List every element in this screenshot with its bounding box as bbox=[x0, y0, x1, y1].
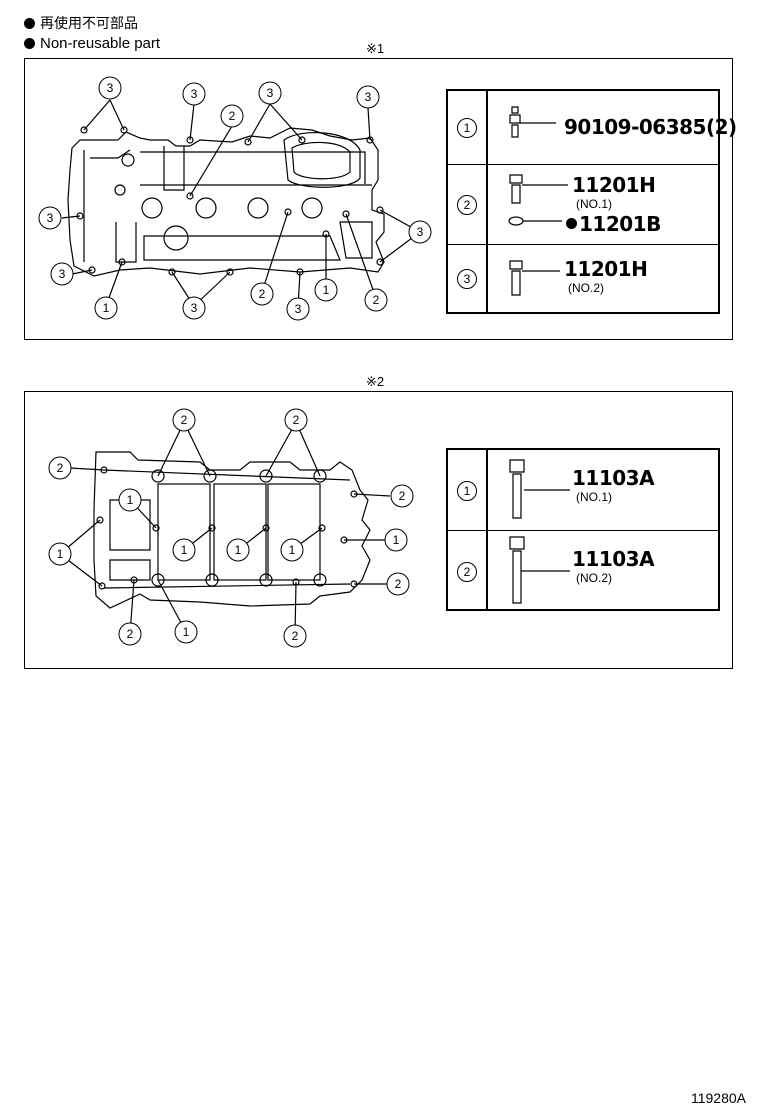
part-sub-label: (NO.2) bbox=[576, 571, 612, 585]
part-number: 11201H bbox=[564, 257, 648, 281]
callout-1: 1 bbox=[280, 538, 304, 562]
bolt-washer-icon bbox=[508, 174, 568, 226]
svg-text:3: 3 bbox=[191, 87, 198, 101]
svg-text:3: 3 bbox=[365, 90, 372, 104]
svg-text:2: 2 bbox=[127, 627, 134, 641]
svg-text:3: 3 bbox=[267, 86, 274, 100]
callout-1: 1 bbox=[48, 542, 72, 566]
callout-3: 3 bbox=[182, 296, 206, 320]
cylinder-head-cover-diagram: 3 3 3 3 3 3 3 3 3 2 2 2 2 1 1 2 2 2 2 2 … bbox=[0, 0, 432, 648]
bolt-icon bbox=[509, 260, 560, 296]
legend-japanese: 再使用不可部品 bbox=[24, 14, 138, 32]
callout-3: 3 bbox=[50, 262, 74, 286]
svg-text:3: 3 bbox=[107, 81, 114, 95]
callout-2: 2 bbox=[172, 408, 196, 432]
callout-3: 3 bbox=[286, 297, 310, 321]
callout-1: 1 bbox=[172, 538, 196, 562]
callout-2: 2 bbox=[283, 624, 307, 648]
svg-text:1: 1 bbox=[127, 493, 134, 507]
long-bolt-icon bbox=[509, 459, 570, 519]
svg-text:1: 1 bbox=[393, 533, 400, 547]
part-number: 11201H bbox=[572, 173, 656, 197]
callout-2: 2 bbox=[220, 104, 244, 128]
svg-text:2: 2 bbox=[395, 577, 402, 591]
svg-text:1: 1 bbox=[323, 283, 330, 297]
svg-text:3: 3 bbox=[417, 225, 424, 239]
part-number: 90109-06385(2) bbox=[564, 115, 737, 139]
panel1-reference: ※1 bbox=[366, 41, 385, 56]
svg-text:1: 1 bbox=[103, 301, 110, 315]
diagram-code: 119280A bbox=[690, 1090, 746, 1106]
key-circle: 2 bbox=[457, 562, 477, 582]
panel2-parts-table: 1 11103A (NO.1) 2 11103A (NO.2) bbox=[446, 448, 720, 611]
stud-bolt-icon bbox=[509, 106, 556, 138]
callout-3: 3 bbox=[408, 220, 432, 244]
svg-text:2: 2 bbox=[181, 413, 188, 427]
key-circle: 2 bbox=[457, 195, 477, 215]
callout-2: 2 bbox=[48, 456, 72, 480]
svg-text:3: 3 bbox=[295, 302, 302, 316]
svg-text:2: 2 bbox=[293, 413, 300, 427]
svg-text:3: 3 bbox=[191, 301, 198, 315]
svg-text:1: 1 bbox=[235, 543, 242, 557]
callout-2: 2 bbox=[0, 0, 4, 3]
part-sub-label: (NO.2) bbox=[568, 281, 604, 295]
svg-text:1: 1 bbox=[57, 547, 64, 561]
callout-1: 1 bbox=[118, 488, 142, 512]
callout-1: 1 bbox=[94, 296, 118, 320]
svg-text:2: 2 bbox=[292, 629, 299, 643]
nonreusable-dot-icon bbox=[24, 17, 35, 29]
panel1 bbox=[24, 58, 733, 340]
callout-2: 2 bbox=[364, 288, 388, 312]
panel1-row-1: 1 90109-06385(2) bbox=[448, 91, 737, 164]
callout-1: 1 bbox=[314, 278, 338, 302]
long-bolt-icon bbox=[509, 536, 570, 604]
callout-2: 2 bbox=[0, 0, 4, 3]
callout-2: 2 bbox=[386, 572, 410, 596]
part-number: 11103A bbox=[572, 547, 655, 571]
callout-1: 1 bbox=[174, 620, 198, 644]
key-circle: 1 bbox=[457, 481, 477, 501]
key-circle: 3 bbox=[457, 269, 477, 289]
svg-text:3: 3 bbox=[47, 211, 54, 225]
callout-2: 2 bbox=[390, 484, 414, 508]
nonreusable-dot-icon bbox=[566, 218, 577, 229]
panel1-parts-table: 1 90109-06385(2) 2 11201H (NO.1) 11201B … bbox=[446, 89, 737, 314]
svg-text:2: 2 bbox=[373, 293, 380, 307]
svg-text:1: 1 bbox=[183, 625, 190, 639]
callout-3: 3 bbox=[258, 81, 282, 105]
legend-english: Non-reusable part bbox=[24, 35, 160, 53]
svg-text:1: 1 bbox=[289, 543, 296, 557]
callout-3: 3 bbox=[98, 76, 122, 100]
svg-text:2: 2 bbox=[259, 287, 266, 301]
panel2 bbox=[24, 391, 733, 669]
panel1-row-2: 2 11201H (NO.1) 11201B bbox=[448, 164, 718, 244]
panel2-row-2: 2 11103A (NO.2) bbox=[448, 530, 718, 609]
panel1-row-3: 3 11201H (NO.2) bbox=[448, 244, 718, 312]
key-circle: 1 bbox=[457, 118, 477, 138]
nonreusable-dot-icon bbox=[24, 37, 35, 49]
callout-2: 2 bbox=[118, 622, 142, 646]
part-sub-label: (NO.1) bbox=[576, 490, 612, 504]
callout-3: 3 bbox=[182, 82, 206, 106]
part-number: 11103A bbox=[572, 466, 655, 490]
part-number-secondary: 11201B bbox=[566, 212, 661, 236]
svg-text:2: 2 bbox=[399, 489, 406, 503]
svg-text:1: 1 bbox=[181, 543, 188, 557]
part-sub-label: (NO.1) bbox=[576, 197, 612, 211]
svg-text:2: 2 bbox=[57, 461, 64, 475]
panel2-row-1: 1 11103A (NO.1) bbox=[448, 450, 718, 530]
panel2-reference: ※2 bbox=[366, 374, 385, 389]
svg-text:3: 3 bbox=[59, 267, 66, 281]
callout-2: 2 bbox=[250, 282, 274, 306]
svg-text:2: 2 bbox=[229, 109, 236, 123]
callout-2: 2 bbox=[284, 408, 308, 432]
callout-1: 1 bbox=[226, 538, 250, 562]
callout-3: 3 bbox=[38, 206, 62, 230]
callout-1: 1 bbox=[384, 528, 408, 552]
callout-3: 3 bbox=[356, 85, 380, 109]
